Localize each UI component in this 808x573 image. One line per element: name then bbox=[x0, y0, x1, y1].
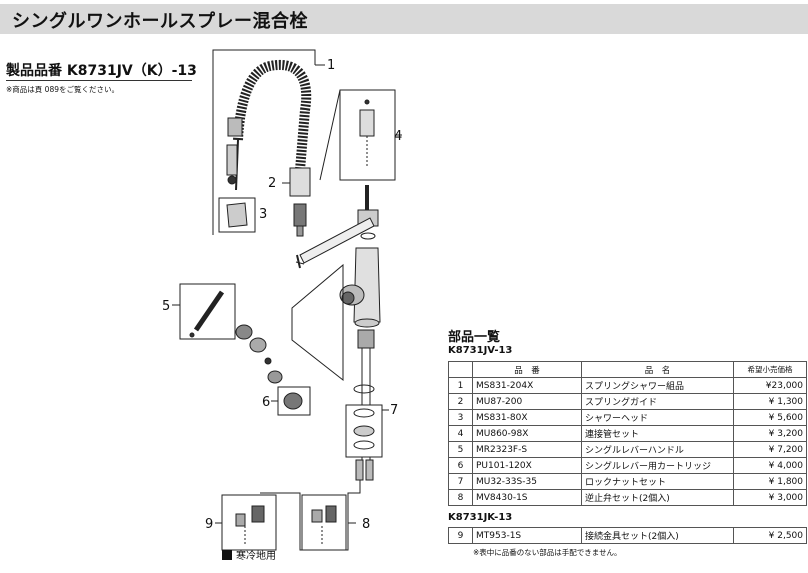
part-code: MR2323F-S bbox=[472, 441, 582, 458]
part-price: ¥ 5,600 bbox=[733, 409, 807, 426]
part-name: シングルレバー用カートリッジ bbox=[581, 457, 734, 474]
group-model-1: K8731JV-13 bbox=[448, 345, 513, 356]
part-code: MS831-80X bbox=[472, 409, 582, 426]
header-code: 品 番 bbox=[472, 361, 582, 378]
callout-7: 7 bbox=[390, 403, 398, 418]
part-price: ¥23,000 bbox=[733, 377, 807, 394]
page-title: シングルワンホールスプレー混合栓 bbox=[12, 11, 308, 32]
product-note: ※商品は頁 089をご覧ください。 bbox=[6, 85, 119, 94]
part-code: MS831-204X bbox=[472, 377, 582, 394]
part-price: ¥ 1,800 bbox=[733, 473, 807, 490]
callout-4: 4 bbox=[394, 129, 402, 144]
callout-3: 3 bbox=[259, 207, 267, 222]
title-bar: シングルワンホールスプレー混合栓 bbox=[0, 4, 808, 34]
part-name: シングルレバーハンドル bbox=[581, 441, 734, 458]
part-price: ¥ 2,500 bbox=[733, 527, 807, 544]
part-name: ロックナットセット bbox=[581, 473, 734, 490]
part-name: スプリングガイド bbox=[581, 393, 734, 410]
callout-6: 6 bbox=[262, 395, 270, 410]
header-name: 品 名 bbox=[581, 361, 734, 378]
header-no bbox=[448, 361, 473, 378]
product-underline bbox=[6, 80, 192, 81]
part-code: MU87-200 bbox=[472, 393, 582, 410]
part-no: 5 bbox=[448, 441, 473, 458]
part-price: ¥ 1,300 bbox=[733, 393, 807, 410]
part-code: MU32-33S-35 bbox=[472, 473, 582, 490]
parts-list-title: 部品一覧 bbox=[448, 330, 501, 345]
part-no: 7 bbox=[448, 473, 473, 490]
part-price: ¥ 4,000 bbox=[733, 457, 807, 474]
parts-note: ※表中に品番のない部品は手配できません。 bbox=[473, 548, 622, 557]
product-line: 製品品番 K8731JV（K）-13 bbox=[6, 60, 197, 80]
part-no: 4 bbox=[448, 425, 473, 442]
callout-9: 9 bbox=[205, 517, 213, 532]
part-no: 3 bbox=[448, 409, 473, 426]
product-label: 製品品番 bbox=[6, 63, 62, 79]
legend-label: 寒冷地用 bbox=[236, 549, 276, 562]
part-price: ¥ 3,200 bbox=[733, 425, 807, 442]
part-no: 6 bbox=[448, 457, 473, 474]
callout-2: 2 bbox=[268, 176, 276, 191]
part-name: 連接管セット bbox=[581, 425, 734, 442]
hose-end bbox=[227, 117, 243, 137]
product-model: K8731JV（K）-13 bbox=[66, 63, 197, 79]
part-code: MT953-1S bbox=[472, 527, 582, 544]
spring-hose bbox=[233, 59, 312, 171]
part-no: 8 bbox=[448, 489, 473, 506]
part-name: スプリングシャワー組品 bbox=[581, 377, 734, 394]
callout-5: 5 bbox=[162, 299, 170, 314]
part-no: 2 bbox=[448, 393, 473, 410]
part-no: 1 bbox=[448, 377, 473, 394]
part-code: MV8430-1S bbox=[472, 489, 582, 506]
exploded-diagram: 寒冷地用 1 2 3 4 5 6 7 8 9 bbox=[162, 49, 402, 562]
part-name: シャワーヘッド bbox=[581, 409, 734, 426]
callout-1: 1 bbox=[327, 58, 335, 73]
part-code: MU860-98X bbox=[472, 425, 582, 442]
part-price: ¥ 7,200 bbox=[733, 441, 807, 458]
table-header-row: 品 番 品 名 希望小売価格 bbox=[448, 361, 807, 378]
callout-8: 8 bbox=[362, 517, 370, 532]
group-model-2: K8731JK-13 bbox=[448, 512, 513, 523]
part-name: 接続金具セット(2個入) bbox=[581, 527, 734, 544]
part-code: PU101-120X bbox=[472, 457, 582, 474]
header-price: 希望小売価格 bbox=[733, 361, 807, 378]
part-price: ¥ 3,000 bbox=[733, 489, 807, 506]
faucet-body bbox=[353, 247, 381, 323]
part-no: 9 bbox=[448, 527, 473, 544]
legend-square bbox=[222, 550, 232, 560]
part-name: 逆止弁セット(2個入) bbox=[581, 489, 734, 506]
spring-guide bbox=[289, 167, 311, 197]
